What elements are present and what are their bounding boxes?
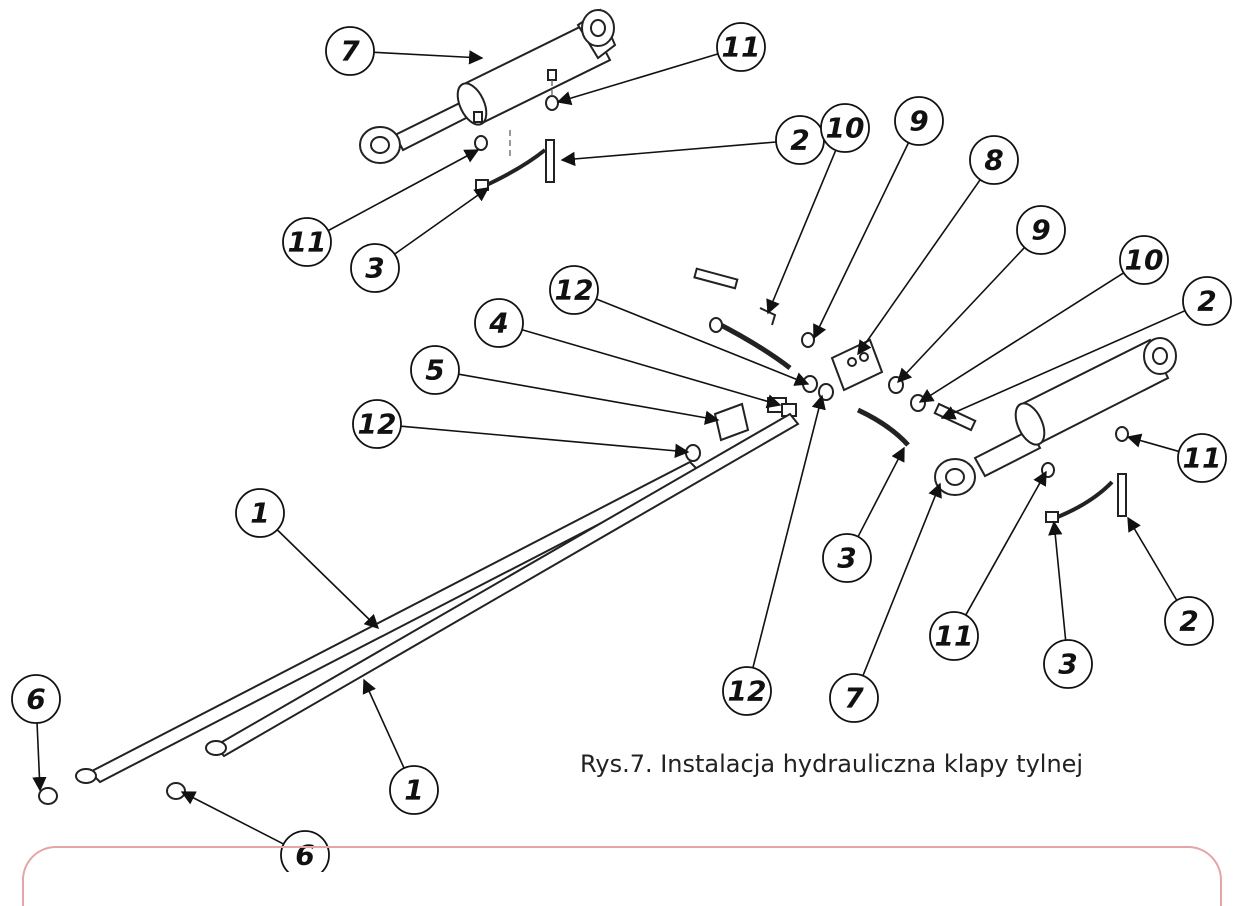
callout-leader-c2b xyxy=(940,309,1186,420)
callout-circle-c10b xyxy=(1119,235,1169,285)
callout-circle-c7a xyxy=(325,26,375,76)
callout-leader-c12b xyxy=(400,425,690,459)
callout-leader-c1a xyxy=(276,529,380,630)
callout-circle-c6a xyxy=(11,674,61,724)
callout-leader-c11b xyxy=(327,149,480,232)
callout-label-c2a: 2 xyxy=(790,124,809,157)
callout-leader-c12a xyxy=(595,298,810,386)
callout-circle-c3b xyxy=(822,533,872,583)
callout-leader-c7a xyxy=(373,50,484,65)
callout-circle-c2b xyxy=(1182,276,1232,326)
callout-leader-c8 xyxy=(857,179,981,356)
callout-leader-c11d xyxy=(965,470,1047,616)
callout-leader-c3a xyxy=(394,187,490,255)
distribution-block xyxy=(830,338,884,392)
callout-label-c3b: 3 xyxy=(837,542,856,575)
callout-circle-c9a xyxy=(894,96,944,146)
callout-leader-c2a xyxy=(560,141,777,167)
callout-circle-c12b xyxy=(352,399,402,449)
callout-circle-c12a xyxy=(549,265,599,315)
callout-circle-c4 xyxy=(474,298,524,348)
callout-label-c8: 8 xyxy=(984,144,1003,177)
top-cylinder-fittings xyxy=(474,95,559,191)
callout-leader-c11a xyxy=(556,53,719,106)
callout-leader-c9b xyxy=(897,246,1026,384)
callout-label-c5: 5 xyxy=(425,354,444,387)
callout-leader-c4 xyxy=(521,328,782,409)
callout-circle-c2c xyxy=(1164,596,1214,646)
callout-circle-c11d xyxy=(929,611,979,661)
callout-leader-c11c xyxy=(1126,433,1180,453)
callout-label-c1b: 1 xyxy=(404,774,423,807)
callout-leader-c10a xyxy=(766,149,837,315)
right-cylinder xyxy=(934,337,1177,496)
callout-leader-c3c xyxy=(1048,520,1067,641)
callout-label-c9a: 9 xyxy=(909,105,928,138)
callout-circle-c11b xyxy=(282,217,332,267)
center-fittings xyxy=(685,267,977,462)
callout-leader-c1b xyxy=(362,678,405,769)
callout-label-c10a: 10 xyxy=(826,112,865,145)
callout-label-c11c: 11 xyxy=(1183,442,1222,475)
bottom-frame xyxy=(22,846,1222,906)
callout-label-c9b: 9 xyxy=(1031,214,1050,247)
long-hoses xyxy=(38,412,800,805)
callout-circle-c1a xyxy=(235,488,285,538)
callout-circle-c3c xyxy=(1043,639,1093,689)
callout-label-c12b: 12 xyxy=(358,408,397,441)
callout-circle-c10a xyxy=(820,103,870,153)
callout-label-c4: 4 xyxy=(488,307,508,340)
callout-circle-c12c xyxy=(722,666,772,716)
callout-leader-c5 xyxy=(458,373,720,425)
right-cylinder-fittings xyxy=(1041,426,1129,523)
callout-leader-c6b xyxy=(180,791,285,845)
callout-circle-c5 xyxy=(410,345,460,395)
callout-circle-c6b xyxy=(280,830,330,872)
callout-circle-c7b xyxy=(829,673,879,723)
callout-leader-c12c xyxy=(752,394,826,668)
callout-leader-c2c xyxy=(1127,516,1178,601)
callout-circle-c1b xyxy=(389,765,439,815)
callout-label-c2c: 2 xyxy=(1179,605,1198,638)
callout-circle-c11c xyxy=(1177,433,1227,483)
callout-leader-c3b xyxy=(857,446,905,538)
callout-label-c11b: 11 xyxy=(288,226,327,259)
callout-label-c1a: 1 xyxy=(250,497,269,530)
top-cylinder xyxy=(359,8,617,164)
callout-label-c7a: 7 xyxy=(340,35,360,68)
callout-label-c3c: 3 xyxy=(1058,648,1077,681)
callout-circle-c3a xyxy=(350,243,400,293)
callout-circle-c9b xyxy=(1016,205,1066,255)
callout-label-c11d: 11 xyxy=(935,620,974,653)
callout-circle-c8 xyxy=(969,135,1019,185)
callout-label-c12a: 12 xyxy=(555,274,594,307)
figure-caption: Rys.7. Instalacja hydrauliczna klapy tyl… xyxy=(580,750,1084,778)
callout-leader-c6a xyxy=(32,722,47,792)
callout-label-c7b: 7 xyxy=(844,682,864,715)
callout-label-c10b: 10 xyxy=(1125,244,1164,277)
callout-label-c6a: 6 xyxy=(26,683,45,716)
callout-leader-c7b xyxy=(862,482,942,677)
callout-label-c2b: 2 xyxy=(1197,285,1216,318)
callout-label-c3a: 3 xyxy=(365,252,384,285)
callout-leader-c10b xyxy=(918,272,1125,403)
callout-label-c12c: 12 xyxy=(728,675,767,708)
callout-leader-c9a xyxy=(813,142,910,340)
callout-circle-c11a xyxy=(716,22,766,72)
callout-label-c11a: 11 xyxy=(722,31,761,64)
